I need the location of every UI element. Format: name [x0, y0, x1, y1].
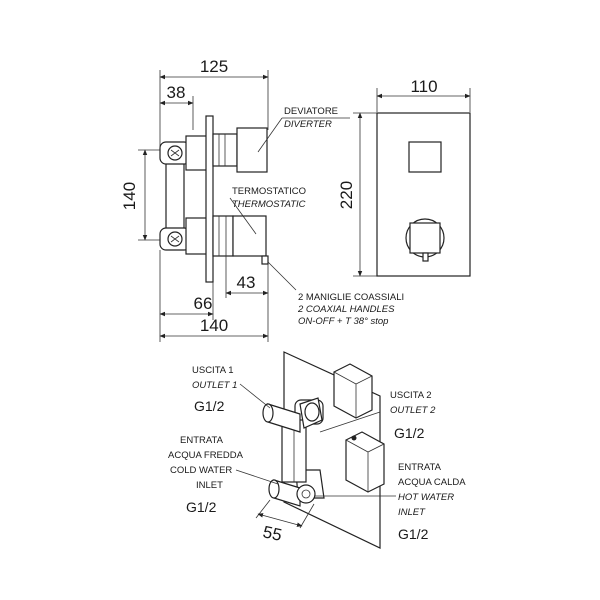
outlet1-en: OUTLET 1	[192, 380, 237, 391]
wall-plate	[205, 115, 214, 283]
cold-it-1: ENTRATA	[180, 435, 224, 446]
dim-front-depth: 38	[167, 83, 186, 102]
diverter-knob	[408, 141, 442, 173]
cold-size: G1/2	[186, 499, 217, 515]
outlet2-en: OUTLET 2	[390, 405, 436, 416]
label-handles-stop: ON-OFF + T 38° stop	[298, 316, 388, 327]
dim-inlet: 66	[194, 294, 213, 313]
front-view: 110 220	[337, 77, 471, 277]
thermostatic-knob	[409, 222, 441, 254]
outlet2-size: G1/2	[394, 425, 425, 441]
label-handles-it: 2 MANIGLIE COASSIALI	[298, 292, 404, 303]
cold-it-2: ACQUA FREDDA	[168, 450, 244, 461]
dim-handle: 43	[237, 273, 256, 292]
dim-height-front: 220	[337, 181, 356, 209]
cold-en-1: COLD WATER	[170, 465, 232, 476]
outlet1-it: USCITA 1	[192, 365, 234, 376]
hot-it-1: ENTRATA	[398, 462, 442, 473]
dim-width: 110	[410, 77, 437, 96]
dim-height: 140	[120, 182, 139, 210]
iso-view: 55 USCITA 1 OUTLET 1 G1/2 USCITA 2 OUTLE…	[168, 351, 466, 549]
label-handles-en: 2 COAXIAL HANDLES	[297, 304, 395, 315]
label-diverter-it: DEVIATORE	[284, 106, 338, 117]
cold-en-2: INLET	[196, 480, 223, 491]
dim-bottom: 140	[200, 316, 228, 335]
thermostatic-handle	[232, 215, 267, 257]
diverter-handle	[236, 127, 268, 173]
dim-overall-depth: 125	[200, 57, 228, 76]
label-thermo-it: TERMOSTATICO	[232, 186, 306, 197]
dim-spacing: 55	[261, 522, 283, 545]
label-thermo-en: THERMOSTATIC	[232, 199, 306, 210]
outlet2-it: USCITA 2	[390, 390, 432, 401]
hot-en-2: INLET	[398, 507, 426, 518]
outlet1-size: G1/2	[194, 398, 225, 414]
hot-it-2: ACQUA CALDA	[398, 477, 466, 488]
dim-line-55	[257, 513, 303, 527]
side-view: 125 38 140	[120, 57, 404, 342]
hot-en-1: HOT WATER	[398, 492, 454, 503]
label-diverter-en: DIVERTER	[284, 119, 332, 130]
hot-size: G1/2	[398, 526, 429, 542]
